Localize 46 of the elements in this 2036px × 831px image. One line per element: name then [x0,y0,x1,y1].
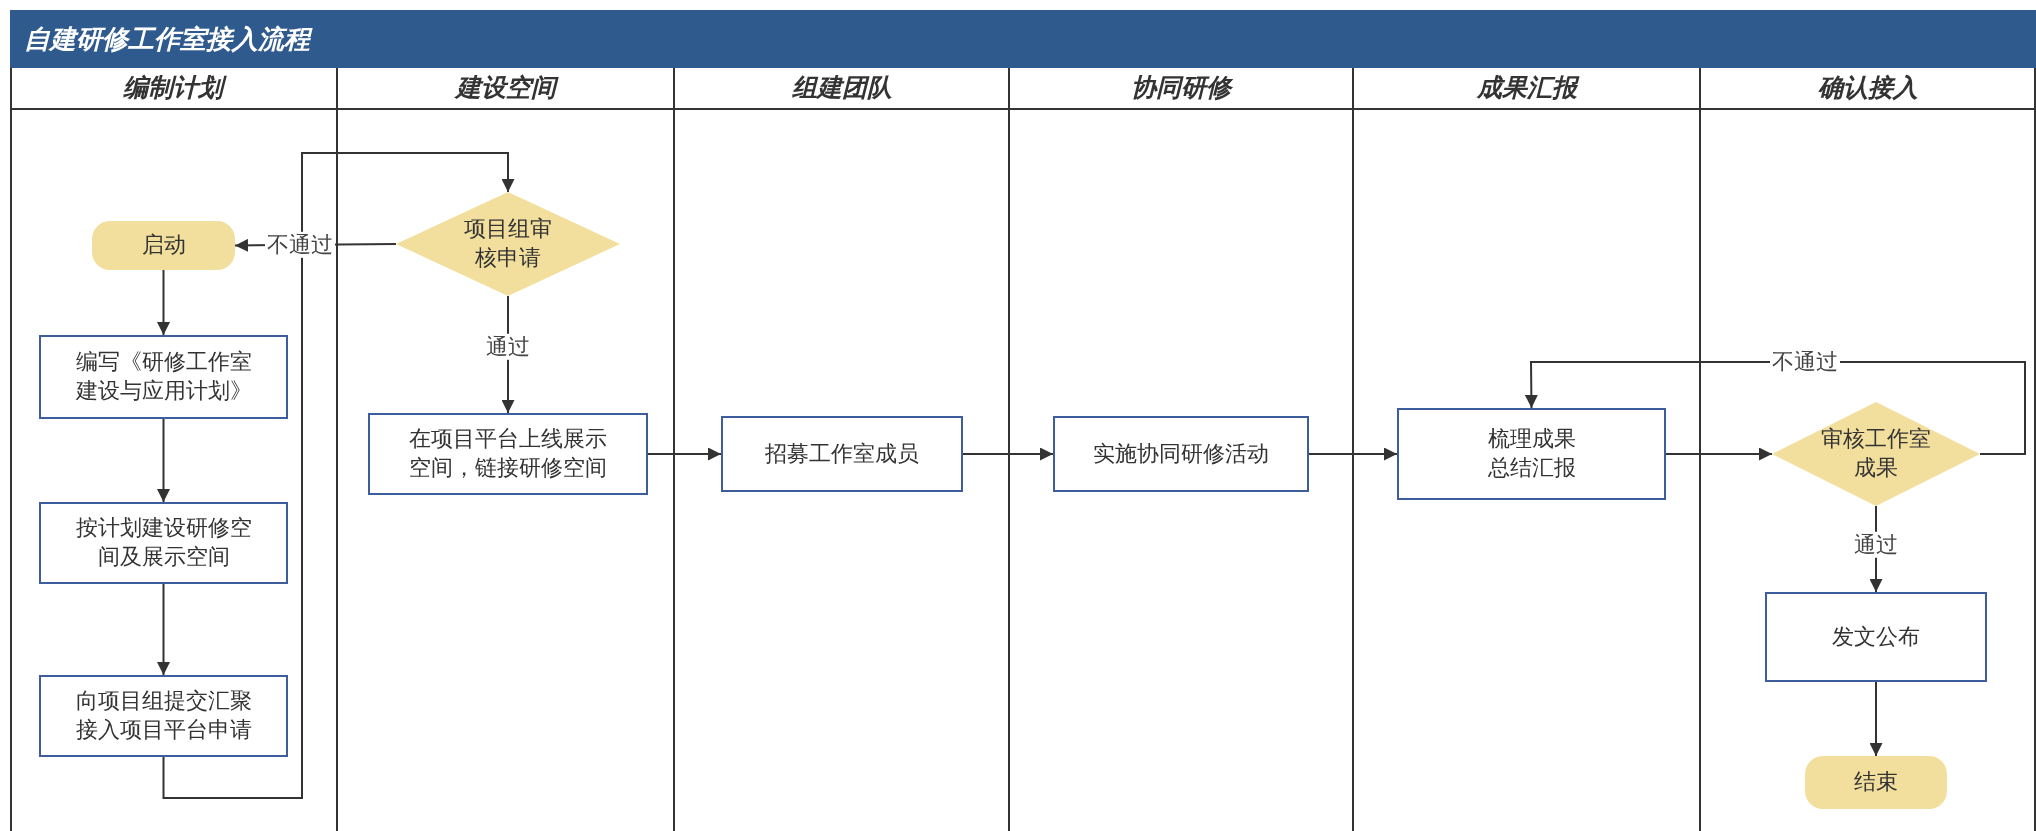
arrow [157,583,170,676]
terminal-text: 结束 [1854,768,1898,797]
process-box [39,335,288,419]
process-box [1397,408,1666,500]
edge-label: 通过 [1852,531,1900,559]
arrow [162,152,515,799]
process-box [1053,416,1309,492]
swimlane [1701,68,2036,831]
process-box [1765,592,1987,682]
lane-title: 确认接入 [1817,72,1918,105]
arrow [1308,447,1398,461]
arrow [157,269,170,336]
terminal-pill [92,221,235,270]
process-text: 向项目组提交汇聚接入项目平台申请 [74,687,253,744]
process-text: 在项目平台上线展示空间，链接研修空间 [408,425,608,482]
process-box [39,502,288,584]
swimlane [1354,68,1701,831]
arrow [1524,361,2026,455]
arrow [1665,447,1773,461]
arrow [647,447,722,461]
lane-title: 协同研修 [1131,72,1231,105]
swimlane [675,68,1010,831]
swimlane [10,68,338,831]
process-text: 梳理成果总结汇报 [1486,425,1577,482]
process-text: 编写《研修工作室建设与应用计划》 [74,348,253,405]
process-box [721,416,963,492]
process-text: 实施协同研修活动 [1093,439,1269,468]
process-box [368,413,648,495]
process-text: 发文公布 [1832,622,1920,651]
decision-diamond [396,192,620,296]
process-text: 按计划建设研修空间及展示空间 [74,514,253,571]
decision-text: 审核工作室成果 [1820,425,1932,482]
swimlane [338,68,675,831]
decision-text: 项目组审核申请 [463,215,553,272]
edge-label: 通过 [484,333,532,361]
swimlane [1010,68,1354,831]
process-text: 招募工作室成员 [765,439,919,468]
edge-label: 不通过 [265,231,335,259]
terminal-pill [1805,756,1947,809]
process-box [39,675,288,757]
arrow [962,447,1054,461]
decision-diamond [1772,402,1980,506]
arrow [1869,681,1883,757]
terminal-text: 启动 [141,231,186,260]
arrow [157,418,170,503]
lane-title: 组建团队 [791,72,892,105]
